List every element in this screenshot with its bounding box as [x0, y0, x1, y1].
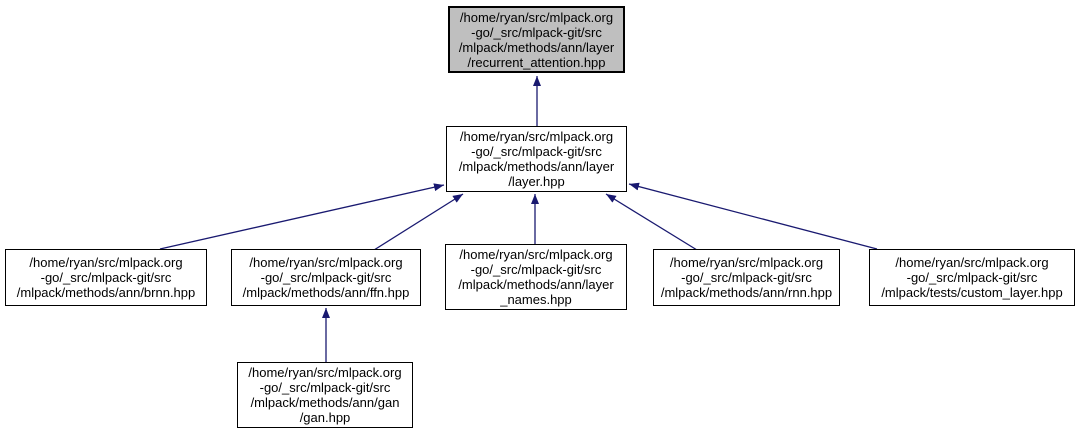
node-text-line: -go/_src/mlpack-git/src — [260, 270, 392, 285]
node-text-line: -go/_src/mlpack-git/src — [681, 270, 812, 285]
node-text-line: /mlpack/methods/ann/brnn.hpp — [16, 285, 196, 300]
node-text-line: /gan.hpp — [299, 410, 351, 425]
node-text-line: /home/ryan/src/mlpack.org — [669, 255, 824, 270]
node-brnn-hpp[interactable]: /home/ryan/src/mlpack.org -go/_src/mlpac… — [5, 249, 207, 306]
node-text-line: /mlpack/tests/custom_layer.hpp — [881, 285, 1063, 300]
node-text-line: /mlpack/methods/ann/rnn.hpp — [660, 285, 833, 300]
node-text-line: /mlpack/methods/ann/layer — [458, 159, 615, 174]
node-text-line: /layer.hpp — [508, 174, 565, 189]
node-text-line: /home/ryan/src/mlpack.org — [459, 129, 614, 144]
node-text-line: _names.hpp — [500, 292, 572, 307]
node-layer-names-hpp[interactable]: /home/ryan/src/mlpack.org -go/_src/mlpac… — [445, 244, 627, 310]
node-recurrent-attention-hpp[interactable]: /home/ryan/src/mlpack.org -go/_src/mlpac… — [448, 6, 625, 73]
edge-brnn-to-layer — [159, 183, 445, 250]
node-text-line: /home/ryan/src/mlpack.org — [895, 255, 1049, 270]
node-gan-hpp[interactable]: /home/ryan/src/mlpack.org -go/_src/mlpac… — [237, 362, 413, 428]
node-text-line: /mlpack/methods/ann/layer — [458, 277, 614, 292]
node-text-line: /recurrent_attention.hpp — [467, 54, 606, 70]
node-text-line: -go/_src/mlpack-git/src — [470, 262, 602, 277]
edge-custom-layer-to-layer — [628, 182, 878, 250]
node-rnn-hpp[interactable]: /home/ryan/src/mlpack.org -go/_src/mlpac… — [653, 249, 840, 306]
node-text-line: -go/_src/mlpack-git/src — [259, 380, 391, 395]
node-custom-layer-hpp[interactable]: /home/ryan/src/mlpack.org -go/_src/mlpac… — [869, 249, 1075, 306]
node-text-line: -go/_src/mlpack-git/src — [471, 144, 602, 159]
node-ffn-hpp[interactable]: /home/ryan/src/mlpack.org -go/_src/mlpac… — [231, 249, 421, 306]
node-text-line: /mlpack/methods/ann/gan — [250, 395, 400, 410]
node-text-line: -go/_src/mlpack-git/src — [471, 24, 602, 40]
node-text-line: /home/ryan/src/mlpack.org — [459, 247, 613, 262]
edge-ffn-to-layer — [373, 193, 464, 251]
edge-rnn-to-layer — [605, 193, 698, 251]
node-text-line: /mlpack/methods/ann/ffn.hpp — [242, 285, 410, 300]
node-text-line: /home/ryan/src/mlpack.org — [459, 9, 614, 25]
node-text-line: -go/_src/mlpack-git/src — [906, 270, 1038, 285]
node-text-line: /home/ryan/src/mlpack.org — [248, 365, 402, 380]
node-text-line: -go/_src/mlpack-git/src — [40, 270, 172, 285]
node-text-line: /home/ryan/src/mlpack.org — [249, 255, 403, 270]
node-text-line: /home/ryan/src/mlpack.org — [29, 255, 183, 270]
node-layer-hpp[interactable]: /home/ryan/src/mlpack.org -go/_src/mlpac… — [446, 126, 627, 192]
node-text-line: /mlpack/methods/ann/layer — [458, 39, 615, 55]
